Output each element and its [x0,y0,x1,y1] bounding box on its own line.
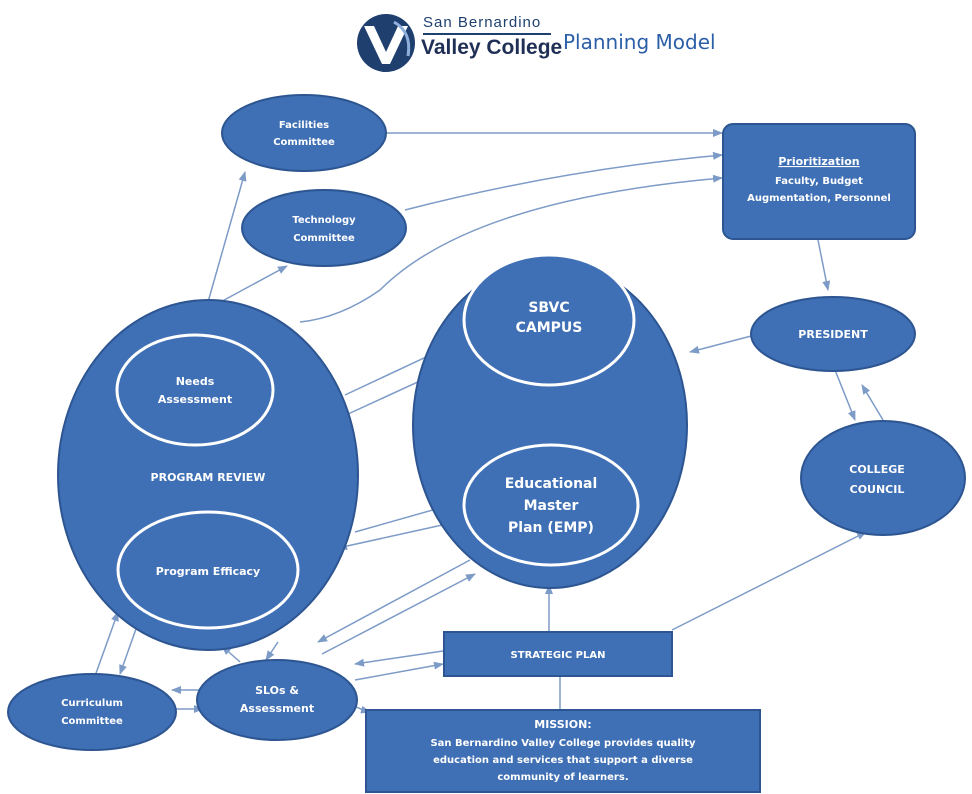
college-council-label-line1: COLLEGE [849,463,905,476]
slos-label-line1: SLOs & [255,684,299,697]
mission-line1: San Bernardino Valley College provides q… [430,738,696,749]
prioritization-heading: Prioritization [778,155,859,168]
technology-label-line2: Committee [293,233,355,244]
college-council-node: COLLEGE COUNCIL [800,420,966,536]
college-council-label-line2: COUNCIL [850,483,905,496]
connector-slos-emp [321,573,476,655]
prioritization-line2: Augmentation, Personnel [747,193,891,204]
curriculum-label-line1: Curriculum [61,698,123,709]
page-title: Planning Model [563,30,716,54]
logo-text-line1: San Bernardino [423,14,542,31]
strategic-plan-label: STRATEGIC PLAN [511,650,606,661]
president-label: PRESIDENT [798,328,868,341]
program-review-label: PROGRAM REVIEW [151,471,266,484]
connector-emp-slos [317,559,471,643]
mission-line3: community of learners. [497,772,628,783]
sbvc-campus-node: SBVC CAMPUS [462,253,636,387]
sbvc-campus-label-line2: CAMPUS [516,320,583,336]
logo-divider [423,33,551,35]
mission-heading: MISSION: [534,718,591,731]
needs-assessment-label-line1: Needs [176,375,215,388]
prioritization-node: Prioritization Faculty, Budget Augmentat… [722,123,916,240]
connector-president-council [834,369,856,421]
connector-programreview-technology [214,265,288,306]
technology-label-line1: Technology [292,215,356,226]
emp-node: Educational Master Plan (EMP) [462,443,640,567]
strategic-plan-node: STRATEGIC PLAN [443,631,673,677]
connector-slos-strategic [354,661,444,681]
facilities-label-line2: Committee [273,137,335,148]
technology-committee-node: Technology Committee [241,189,407,267]
connector-strategic-slos [354,650,444,667]
slos-label-line2: Assessment [240,702,314,715]
connector-council-president [861,384,884,421]
mission-line2: education and services that support a di… [433,755,693,766]
program-efficacy-node: Program Efficacy [116,510,300,630]
slos-assessment-node: SLOs & Assessment [196,659,358,741]
emp-label-line3: Plan (EMP) [508,520,594,536]
connector-prioritization-president [817,239,831,291]
prioritization-line1: Faculty, Budget [775,176,863,187]
logo-text-line2: Valley College [421,36,563,59]
president-node: PRESIDENT [750,296,916,372]
program-efficacy-label: Program Efficacy [156,565,260,578]
needs-assessment-label-line2: Assessment [158,393,232,406]
facilities-label-line1: Facilities [279,120,329,131]
mission-node: MISSION: San Bernardino Valley College p… [365,709,761,793]
sbvc-campus-label-line1: SBVC [528,300,569,316]
curriculum-committee-node: Curriculum Committee [7,673,177,751]
college-logo-icon [357,14,415,72]
emp-label-line1: Educational [505,476,598,492]
connector-curriculum-programreview [94,611,119,677]
needs-assessment-node: Needs Assessment [115,333,275,447]
header: San Bernardino Valley College Planning M… [0,0,972,80]
connector-programreview-slos [265,641,279,661]
connector-president-campus [689,334,756,354]
connector-programreview-facilities [207,171,247,303]
connector-programreview-prioritization [299,174,723,323]
emp-label-line2: Master [524,498,579,514]
facilities-committee-node: Facilities Committee [221,94,387,172]
curriculum-label-line2: Committee [61,716,123,727]
connector-technology-prioritization [404,151,723,211]
connector-strategic-council [671,531,867,631]
